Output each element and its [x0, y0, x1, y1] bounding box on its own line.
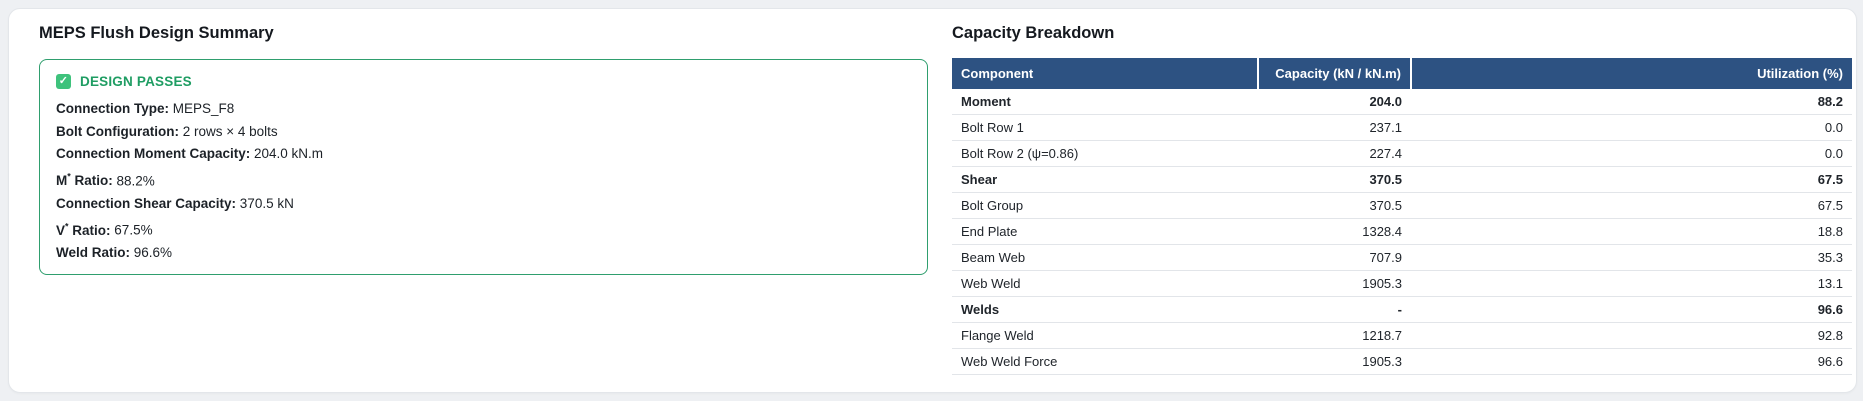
summary-card: MEPS Flush Design Summary ✓ DESIGN PASSE…: [8, 8, 1857, 393]
detail-label: Connection Moment Capacity:: [56, 146, 251, 161]
design-status-box: ✓ DESIGN PASSES Connection Type: MEPS_F8…: [39, 59, 928, 275]
detail-label: Weld Ratio:: [56, 245, 131, 260]
detail-value: 370.5 kN: [236, 195, 294, 211]
cell-component: Bolt Row 2 (ψ=0.86): [952, 140, 1258, 167]
design-summary-title: MEPS Flush Design Summary: [39, 24, 274, 42]
cell-utilization: 96.6: [1411, 348, 1852, 375]
detail-value: 67.5%: [110, 222, 153, 238]
cell-component: Web Weld Force: [952, 348, 1258, 375]
cell-capacity: -: [1258, 296, 1411, 323]
cell-component: End Plate: [952, 218, 1258, 245]
capacity-breakdown-title: Capacity Breakdown: [952, 24, 1115, 42]
check-icon: ✓: [56, 74, 71, 89]
detail-label: M* Ratio:: [56, 171, 113, 189]
detail-label: Connection Type:: [56, 101, 170, 116]
cell-capacity: 227.4: [1258, 140, 1411, 167]
design-summary-panel: MEPS Flush Design Summary ✓ DESIGN PASSE…: [39, 21, 928, 375]
column-header-component: Component: [952, 58, 1259, 89]
cell-capacity: 204.0: [1258, 89, 1411, 115]
column-header-utilization: Utilization (%): [1411, 58, 1852, 89]
card-content: MEPS Flush Design Summary ✓ DESIGN PASSE…: [9, 9, 1856, 375]
detail-line: Connection Moment Capacity: 204.0 kN.m: [56, 143, 911, 166]
cell-utilization: 0.0: [1411, 140, 1852, 167]
cell-utilization: 92.8: [1411, 322, 1852, 349]
table-row: Welds-96.6: [952, 296, 1852, 323]
cell-utilization: 96.6: [1411, 296, 1852, 323]
cell-component: Beam Web: [952, 244, 1258, 271]
cell-utilization: 13.1: [1411, 270, 1852, 297]
cell-capacity: 237.1: [1258, 114, 1411, 141]
detail-label: Bolt Configuration:: [56, 123, 179, 139]
cell-utilization: 67.5: [1411, 166, 1852, 193]
cell-utilization: 18.8: [1411, 218, 1852, 245]
cell-capacity: 370.5: [1258, 192, 1411, 219]
cell-component: Shear: [952, 166, 1258, 193]
capacity-breakdown-panel: Capacity Breakdown Component Capacity (k…: [952, 21, 1852, 375]
detail-line: Connection Type: MEPS_F8: [56, 98, 911, 121]
detail-value: 2 rows × 4 bolts: [178, 123, 278, 139]
detail-value: 88.2%: [112, 173, 155, 188]
cell-capacity: 1218.7: [1258, 322, 1411, 349]
detail-line: V* Ratio: 67.5%: [56, 215, 911, 242]
cell-component: Flange Weld: [952, 322, 1258, 349]
detail-line: Connection Shear Capacity: 370.5 kN: [56, 193, 911, 216]
cell-utilization: 67.5: [1411, 192, 1852, 219]
detail-value: 204.0 kN.m: [250, 146, 324, 161]
detail-value: MEPS_F8: [169, 101, 235, 116]
cell-capacity: 370.5: [1258, 166, 1411, 193]
column-header-capacity: Capacity (kN / kN.m): [1258, 58, 1412, 89]
cell-component: Bolt Row 1: [952, 114, 1258, 141]
cell-capacity: 1905.3: [1258, 348, 1411, 375]
capacity-table-header: Component Capacity (kN / kN.m) Utilizati…: [952, 58, 1852, 89]
detail-line: Weld Ratio: 96.6%: [56, 242, 911, 265]
cell-component: Moment: [952, 89, 1258, 115]
detail-line: Bolt Configuration: 2 rows × 4 bolts: [56, 121, 911, 144]
detail-value: 96.6%: [130, 245, 173, 260]
cell-component: Web Weld: [952, 270, 1258, 297]
capacity-table: Component Capacity (kN / kN.m) Utilizati…: [952, 58, 1852, 375]
cell-capacity: 1328.4: [1258, 218, 1411, 245]
design-status-badge: ✓ DESIGN PASSES: [56, 74, 911, 89]
cell-component: Bolt Group: [952, 192, 1258, 219]
detail-label: Connection Shear Capacity:: [56, 195, 237, 211]
cell-utilization: 88.2: [1411, 89, 1852, 115]
cell-component: Welds: [952, 296, 1258, 323]
detail-line: M* Ratio: 88.2%: [56, 166, 911, 193]
design-status-label: DESIGN PASSES: [80, 74, 192, 89]
cell-utilization: 0.0: [1411, 114, 1852, 141]
cell-capacity: 707.9: [1258, 244, 1411, 271]
detail-label: V* Ratio:: [56, 221, 111, 238]
cell-utilization: 35.3: [1411, 244, 1852, 271]
cell-capacity: 1905.3: [1258, 270, 1411, 297]
